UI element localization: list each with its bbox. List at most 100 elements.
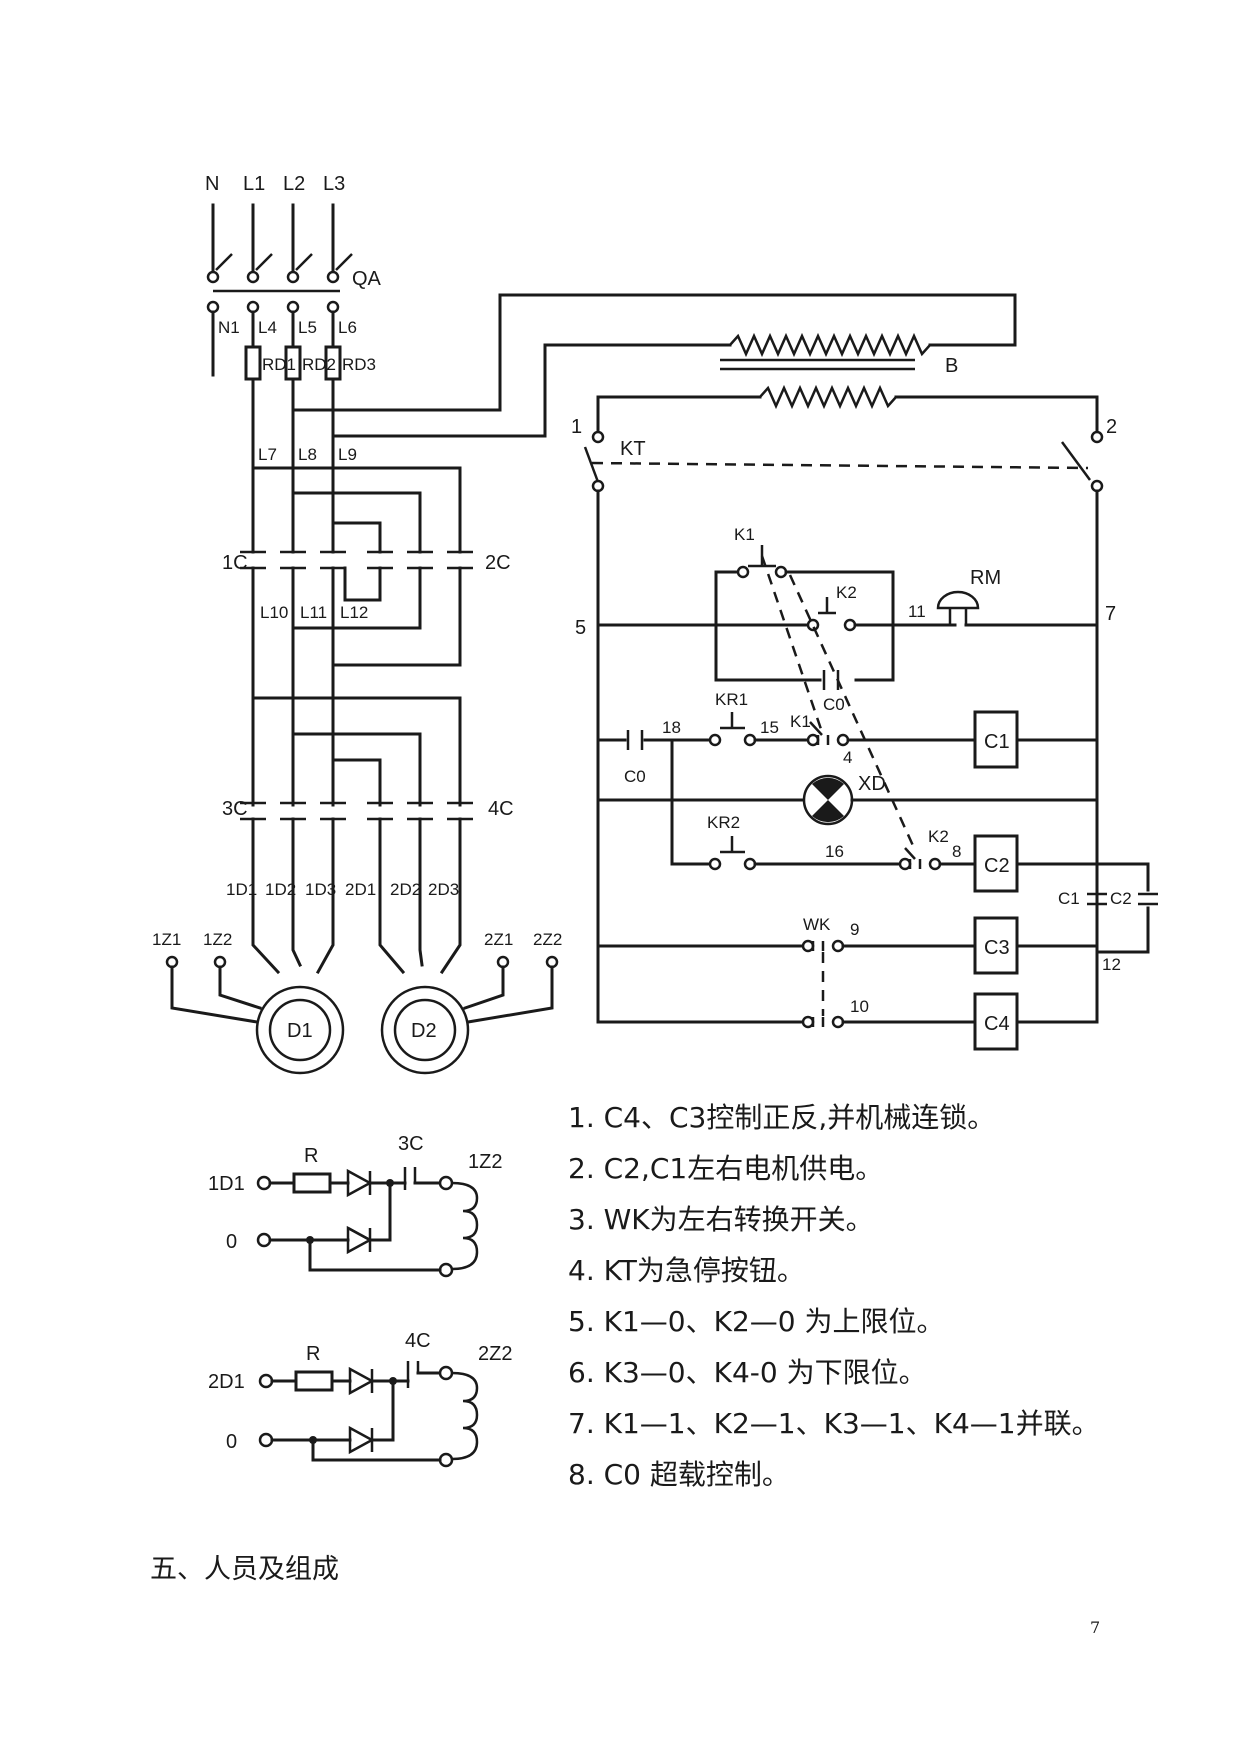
coil-C4-label: C4 — [984, 1013, 1010, 1035]
label-KT: KT — [620, 438, 646, 460]
label-4C: 4C — [488, 798, 514, 820]
page-number: 7 — [1090, 1618, 1101, 1637]
label-L8: L8 — [298, 445, 317, 464]
label-node-9: 9 — [850, 920, 859, 939]
label-node-1: 1 — [571, 416, 582, 438]
sub2-R-label: R — [306, 1343, 320, 1365]
label-RM: RM — [970, 567, 1001, 589]
label-L7: L7 — [258, 445, 277, 464]
label-2D1: 2D1 — [345, 880, 376, 899]
label-L5: L5 — [298, 318, 317, 337]
label-K2-lower: K2 — [928, 827, 949, 846]
label-QA: QA — [352, 268, 382, 290]
label-K2: K2 — [836, 583, 857, 602]
label-1C: 1C — [222, 552, 248, 574]
note-item: 8. C0 超载控制。 — [568, 1458, 790, 1491]
label-2Z2: 2Z2 — [533, 930, 562, 949]
sub2-input-label: 2D1 — [208, 1371, 245, 1393]
sub1-coil-label: 1Z2 — [468, 1151, 502, 1173]
sub2-zero-label: 0 — [226, 1431, 237, 1453]
note-item: 6. K3—0、K4-0 为下限位。 — [568, 1356, 927, 1389]
label-KR2: KR2 — [707, 813, 740, 832]
label-L2: L2 — [283, 173, 305, 195]
rung-coil-C2: KR2 16 K2 8 C2 — [670, 738, 1099, 893]
emergency-stop-KT: KT 1 2 — [571, 416, 1117, 493]
sub2-coil-label: 2Z2 — [478, 1343, 512, 1365]
breaker-QA: QA — [206, 253, 382, 314]
power-circuit: N L1 L2 L3 QA N1 L4 L5 L6 — [152, 173, 1017, 1075]
rung-bell-RM: K1 C0 K2 11 RM — [596, 525, 1099, 714]
brake-circuit-1: 1D1 R 3C 1Z2 0 — [208, 1133, 502, 1278]
coil-C2 — [973, 834, 1019, 893]
sub1-contact-label: 3C — [398, 1133, 424, 1155]
rung-coil-C4: 10 C4 — [596, 950, 1099, 1051]
section-title: 五、人员及组成 — [150, 1554, 339, 1585]
label-node-5: 5 — [575, 617, 586, 639]
coil-C3-label: C3 — [984, 937, 1010, 959]
label-cC2: C2 — [1110, 889, 1132, 908]
fuses-RD: RD1 RD2 RD3 — [244, 345, 376, 381]
label-1Z2: 1Z2 — [203, 930, 232, 949]
label-KR1: KR1 — [715, 690, 748, 709]
label-K1-lower: K1 — [790, 712, 811, 731]
coil-C3 — [973, 916, 1019, 975]
label-node-7: 7 — [1105, 603, 1116, 625]
label-node-10: 10 — [850, 997, 869, 1016]
label-node-12: 12 — [1102, 955, 1121, 974]
label-node-18: 18 — [662, 718, 681, 737]
label-RD2: RD2 — [302, 355, 336, 374]
motor-D2: D2 — [380, 985, 470, 1075]
motor-D1-label: D1 — [287, 1020, 313, 1042]
label-Co-left: C0 — [624, 767, 646, 786]
label-node-15: 15 — [760, 718, 779, 737]
label-L9: L9 — [338, 445, 357, 464]
label-L12: L12 — [340, 603, 368, 622]
note-item: 2. C2,C1左右电机供电。 — [568, 1152, 884, 1185]
label-L6: L6 — [338, 318, 357, 337]
sub1-R-label: R — [304, 1145, 318, 1167]
label-L3: L3 — [323, 173, 345, 195]
transformer-B: B — [720, 332, 958, 410]
rung-coil-C3: WK 9 C3 — [596, 915, 1099, 975]
coil-C2-label: C2 — [984, 855, 1010, 877]
label-node-11: 11 — [908, 602, 926, 621]
label-RD3: RD3 — [342, 355, 376, 374]
label-2D2: 2D2 — [390, 880, 421, 899]
label-B: B — [945, 355, 958, 377]
brake-circuit-2: 2D1 R 4C 2Z2 0 — [208, 1330, 512, 1468]
label-node-2: 2 — [1106, 416, 1117, 438]
label-L1: L1 — [243, 173, 265, 195]
contactor-3C-4C: 3C 4C — [222, 798, 514, 821]
sub1-zero-label: 0 — [226, 1231, 237, 1253]
label-cC1: C1 — [1058, 889, 1080, 908]
label-node-16: 16 — [825, 842, 844, 861]
label-node-8: 8 — [952, 842, 961, 861]
label-node-4: 4 — [843, 748, 852, 767]
label-L11: L11 — [300, 603, 327, 622]
interlock-C1-C2: C1 C2 12 — [1058, 862, 1158, 974]
label-N: N — [205, 173, 219, 195]
note-item: 5. K1—0、K2—0 为上限位。 — [568, 1305, 945, 1338]
label-RD1: RD1 — [262, 355, 296, 374]
motor-D1: D1 — [255, 985, 345, 1075]
coil-C1 — [973, 710, 1019, 769]
control-circuit: B KT 1 2 5 7 K1 — [571, 332, 1158, 1051]
label-K1: K1 — [734, 525, 755, 544]
label-2D3: 2D3 — [428, 880, 459, 899]
sub1-input-label: 1D1 — [208, 1173, 245, 1195]
label-N1: N1 — [218, 318, 240, 337]
note-item: 3. WK为左右转换开关。 — [568, 1203, 874, 1236]
sub2-contact-label: 4C — [405, 1330, 431, 1352]
rung-coil-C1: C0 18 KR1 15 K1 4 C1 — [596, 690, 1099, 786]
note-item: 4. KT为急停按钮。 — [568, 1254, 805, 1287]
label-3C: 3C — [222, 798, 248, 820]
label-WK: WK — [803, 915, 831, 934]
label-1D3: 1D3 — [305, 880, 336, 899]
note-item: 7. K1—1、K2—1、K3—1、K4—1并联。 — [568, 1407, 1100, 1440]
contactor-1C-2C: 1C 2C — [222, 550, 511, 574]
label-1D1: 1D1 — [226, 880, 257, 899]
motor-D2-label: D2 — [411, 1020, 437, 1042]
label-1D2: 1D2 — [265, 880, 296, 899]
label-1Z1: 1Z1 — [152, 930, 181, 949]
